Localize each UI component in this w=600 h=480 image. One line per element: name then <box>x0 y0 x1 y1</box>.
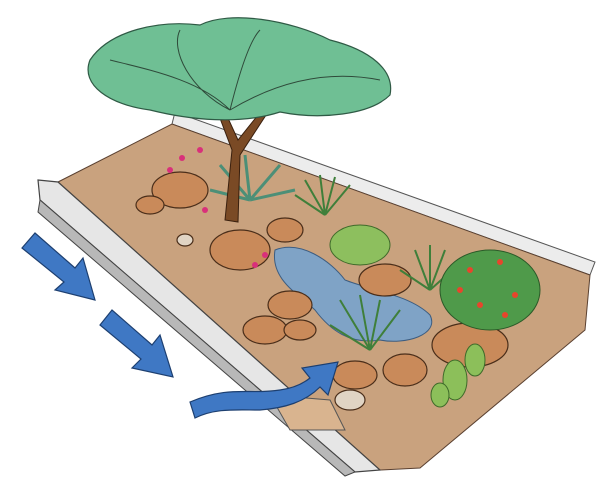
tree-trunk <box>214 104 269 223</box>
flowering-shrub <box>439 249 541 331</box>
flow-arrow-3 <box>189 361 339 419</box>
cactus <box>430 343 486 408</box>
flow-arrow-1 <box>21 232 96 301</box>
red-flower-spikes <box>167 147 268 268</box>
flow-arrow-2 <box>99 309 174 378</box>
shrub-flowers <box>457 259 518 318</box>
canopy-branches <box>109 29 381 111</box>
rocks <box>135 171 509 411</box>
tree-canopy <box>87 17 392 121</box>
shrub <box>329 224 391 266</box>
